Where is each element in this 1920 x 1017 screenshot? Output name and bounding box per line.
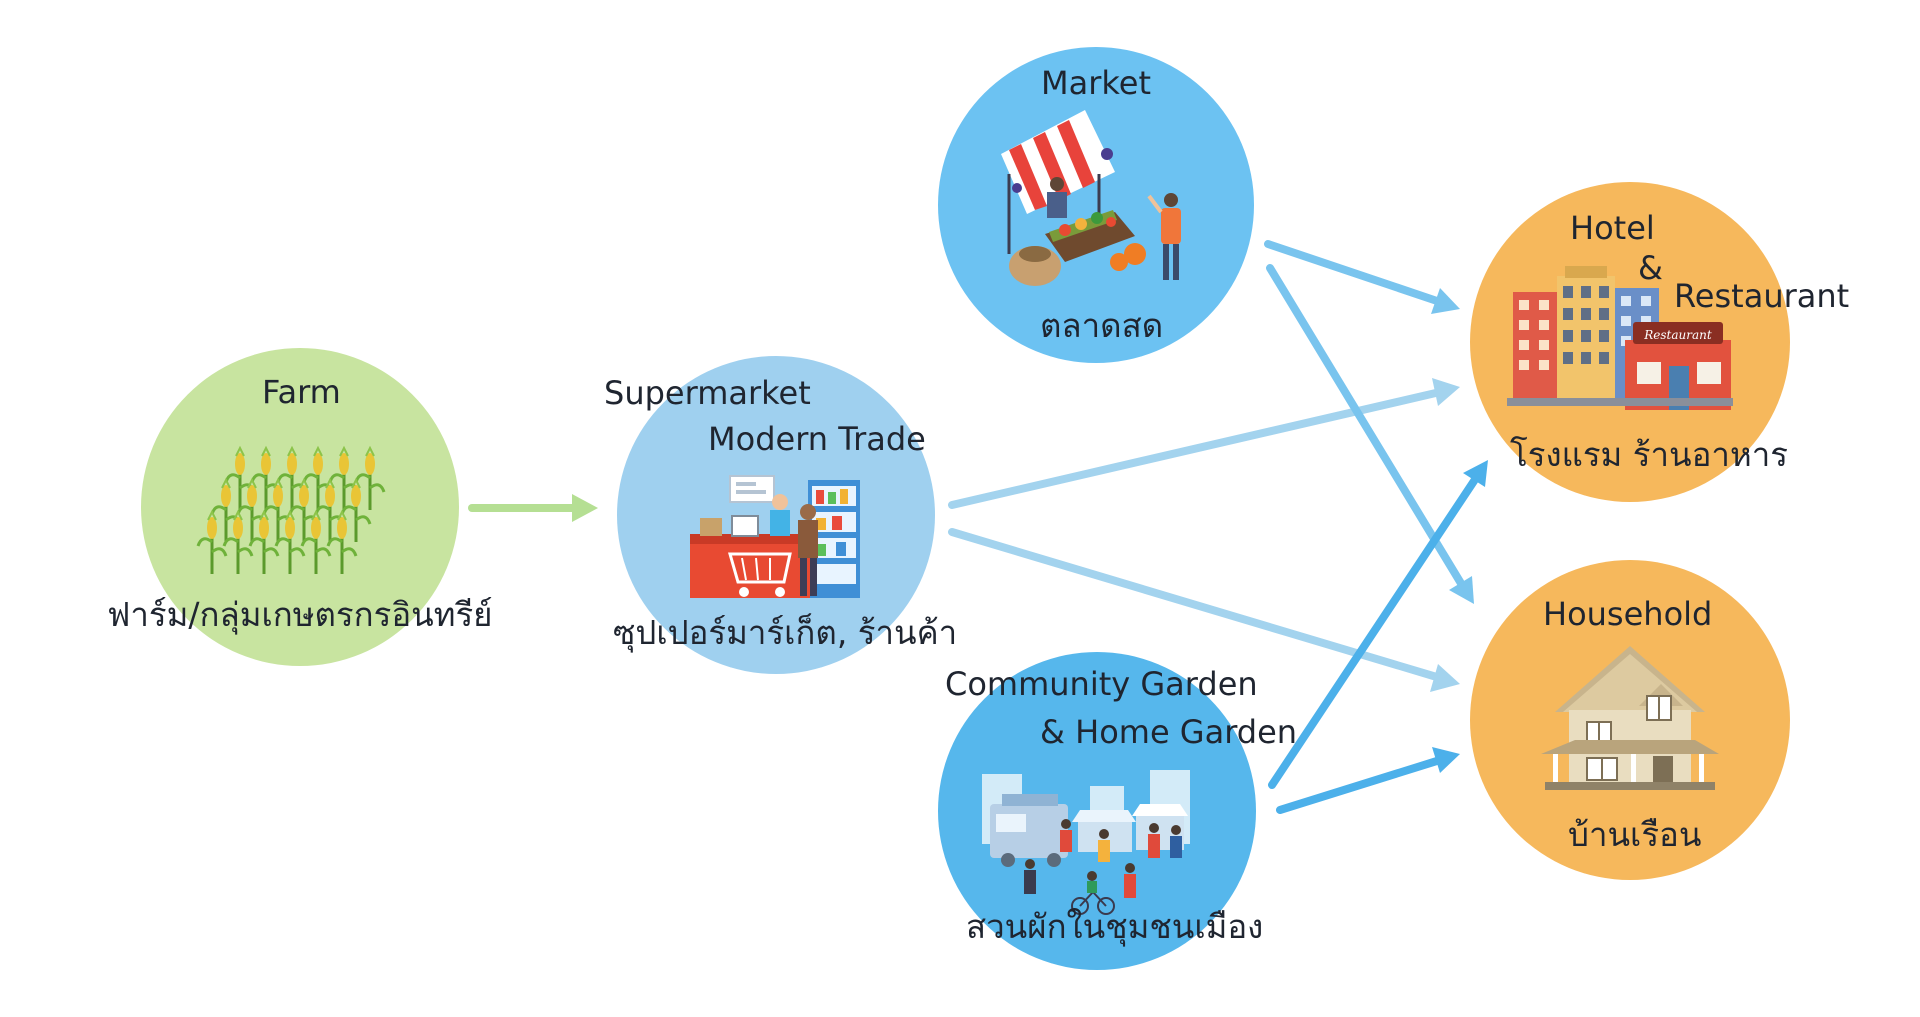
market-label-th: ตลาดสด xyxy=(1040,306,1164,345)
street-market-icon xyxy=(982,770,1190,915)
arrow-market-to-hotel xyxy=(1264,240,1460,314)
corn-plant xyxy=(196,509,228,574)
arrow-garden-to-hotel xyxy=(1268,460,1488,789)
arrow-supermarket-to-hotel xyxy=(948,378,1460,509)
market-stall-icon xyxy=(1001,110,1181,286)
garden-label-en-1: Community Garden xyxy=(945,665,1258,703)
household-label-en: Household xyxy=(1543,595,1713,633)
household-label-th: บ้านเรือน xyxy=(1568,815,1702,854)
supermarket-label-en-2: Modern Trade xyxy=(708,420,926,458)
garden-label-th: สวนผักในชุมชนเมือง xyxy=(966,907,1264,946)
hotel-label-th: โรงแรม ร้านอาหาร xyxy=(1510,435,1788,474)
arrow-market-to-household xyxy=(1266,264,1474,604)
farm-label-en: Farm xyxy=(262,373,341,411)
corn-plant xyxy=(326,509,358,574)
hotel-label-en-2: & xyxy=(1638,249,1663,287)
farm-label-th: ฟาร์ม/กลุ่มเกษตรกรอินทรีย์ xyxy=(107,595,493,634)
house-icon xyxy=(1541,646,1719,790)
corn-plant xyxy=(340,477,372,542)
restaurant-sign-text: Restaurant xyxy=(1643,328,1712,342)
corn-field-icon xyxy=(196,445,386,574)
garden-label-en-2: & Home Garden xyxy=(1040,713,1298,751)
checkout-counter-icon xyxy=(690,475,860,598)
corn-plant xyxy=(222,509,254,574)
supermarket-label-th: ซุปเปอร์มาร์เก็ต, ร้านค้า xyxy=(613,613,958,652)
hotel-restaurant-icon: Restaurant xyxy=(1507,266,1733,410)
arrow-garden-to-household xyxy=(1276,747,1460,814)
supermarket-label-en-1: Supermarket xyxy=(604,374,811,412)
market-node xyxy=(938,47,1254,363)
corn-plant xyxy=(248,509,280,574)
hotel-label-en-1: Hotel xyxy=(1570,209,1655,247)
hotel-label-en-3: Restaurant xyxy=(1674,277,1850,315)
arrow-farm-to-supermarket xyxy=(468,494,598,522)
corn-plant xyxy=(354,445,386,510)
corn-plant xyxy=(274,509,306,574)
market-label-en: Market xyxy=(1041,64,1151,102)
corn-plant xyxy=(300,509,332,574)
